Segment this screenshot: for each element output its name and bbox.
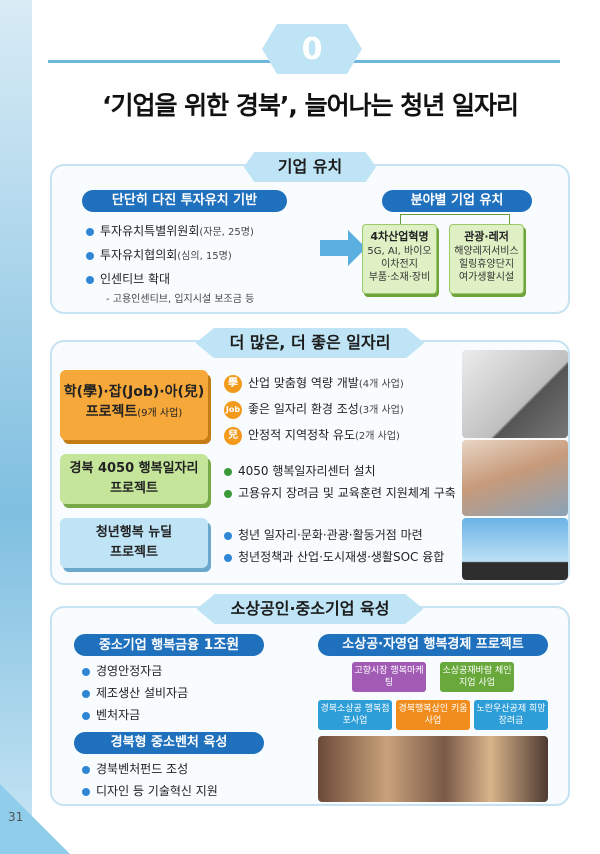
arrow-right-icon [320,230,366,266]
list-item: 청년정책과 산업·도시재생·생활SOC 융합 [224,548,444,565]
list-item: 디자인 등 기술혁신 지원 [82,782,218,799]
small-business-pill: 소상공·자영업 행복경제 프로젝트 [318,634,548,656]
smb-header: 소상공인·중소기업 육성 [196,594,424,624]
market-merchants-photo [318,736,548,802]
list-item: 4050 행복일자리센터 설치 [224,462,376,479]
list-item: 인센티브 확대 [86,270,170,287]
list-item: 고용유지 장려금 및 교육훈련 지원체계 구축 [224,484,456,501]
venture-pill: 경북형 중소벤처 육성 [74,732,264,754]
smb-panel: 소상공인·중소기업 육성 중소기업 행복금융 1조원 경영안정자금 제조생산 설… [50,594,570,806]
investment-panel: 기업 유치 단단히 다진 투자유치 기반 투자유치특별위원회(자문, 25명) … [50,152,570,314]
page-title: ‘기업을 위한 경북’, 늘어나는 청년 일자리 [101,91,519,120]
page-number: 31 [8,810,24,824]
investment-header: 기업 유치 [243,152,377,182]
list-item: 경영안정자금 [82,662,162,679]
list-item: 벤처자금 [82,706,140,723]
list-item: 투자유치특별위원회(자문, 25명) [86,222,254,239]
tag-merchant: 경북행복상인 키움사업 [396,700,470,730]
office-worker-photo [462,350,568,438]
list-item: 제조생산 설비자금 [82,684,188,701]
tag-market: 고향시장 행복마케팅 [352,662,426,692]
tag-umbrella: 노란우산공제 희망장려금 [474,700,548,730]
tag-store: 경북소상공 행복점포사업 [318,700,392,730]
list-item: 청년 일자리·문화·관광·활동거점 마련 [224,526,423,543]
investment-base-pill: 단단히 다진 투자유치 기반 [82,190,287,212]
incentive-detail: - 고용인센티브, 입지시설 보조금 등 [106,294,255,305]
jobs-header: 더 많은, 더 좋은 일자리 [195,328,425,358]
bracket-line [400,214,510,224]
teamwork-hands-photo [462,440,568,516]
list-item: 투자유치협의회(심의, 15명) [86,246,232,263]
happy-finance-pill: 중소기업 행복금융 1조원 [74,634,264,656]
tag-changeup: 소상공재바람 체인지업 사업 [440,662,514,692]
jobs-panel: 더 많은, 더 좋은 일자리 학(學)·잡(Job)·아(兒) 프로젝트(9개 … [50,328,570,585]
side-decoration [0,0,70,854]
youth-sky-photo [462,518,568,580]
sector-pill: 분야별 기업 유치 [382,190,532,212]
hak-job-a-project-card: 학(學)·잡(Job)·아(兒) 프로젝트(9개 사업) [60,370,208,440]
list-item: 경북벤처펀드 조성 [82,760,188,777]
